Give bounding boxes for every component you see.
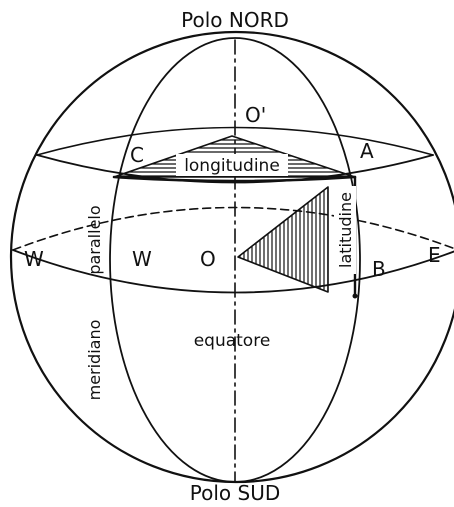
equator-front-arc <box>12 249 454 294</box>
east-label: E <box>428 243 441 267</box>
o-prime-label: O' <box>245 103 266 127</box>
parallel-ca-segment <box>112 175 357 183</box>
north-pole-label: Polo NORD <box>181 8 289 32</box>
point-b-label: B <box>372 257 386 281</box>
parallel-label: parallelo <box>85 205 104 274</box>
sphere-outline <box>9 30 454 484</box>
longitude-label: longitudine <box>184 156 280 176</box>
west-outer-label: W <box>24 247 44 271</box>
equator-label: equatore <box>194 331 271 351</box>
parallel-back-arc <box>36 126 434 156</box>
west-inner-label: W <box>132 247 152 271</box>
point-o-label: O <box>200 247 216 271</box>
latitude-label-bg <box>334 186 356 274</box>
parallel-front-arc <box>36 154 434 184</box>
latitude-triangle <box>237 186 329 293</box>
south-pole-label: Polo SUD <box>190 481 280 505</box>
point-a-label: A <box>360 139 374 163</box>
latitude-label: latitudine <box>336 192 355 268</box>
meridian-label: meridiano <box>85 320 104 401</box>
point-c-label: C <box>130 143 144 167</box>
longitude-triangle <box>113 135 356 178</box>
longitude-label-bg <box>176 154 288 176</box>
point-b-dot <box>352 293 358 299</box>
equator-back-arc <box>12 206 454 251</box>
